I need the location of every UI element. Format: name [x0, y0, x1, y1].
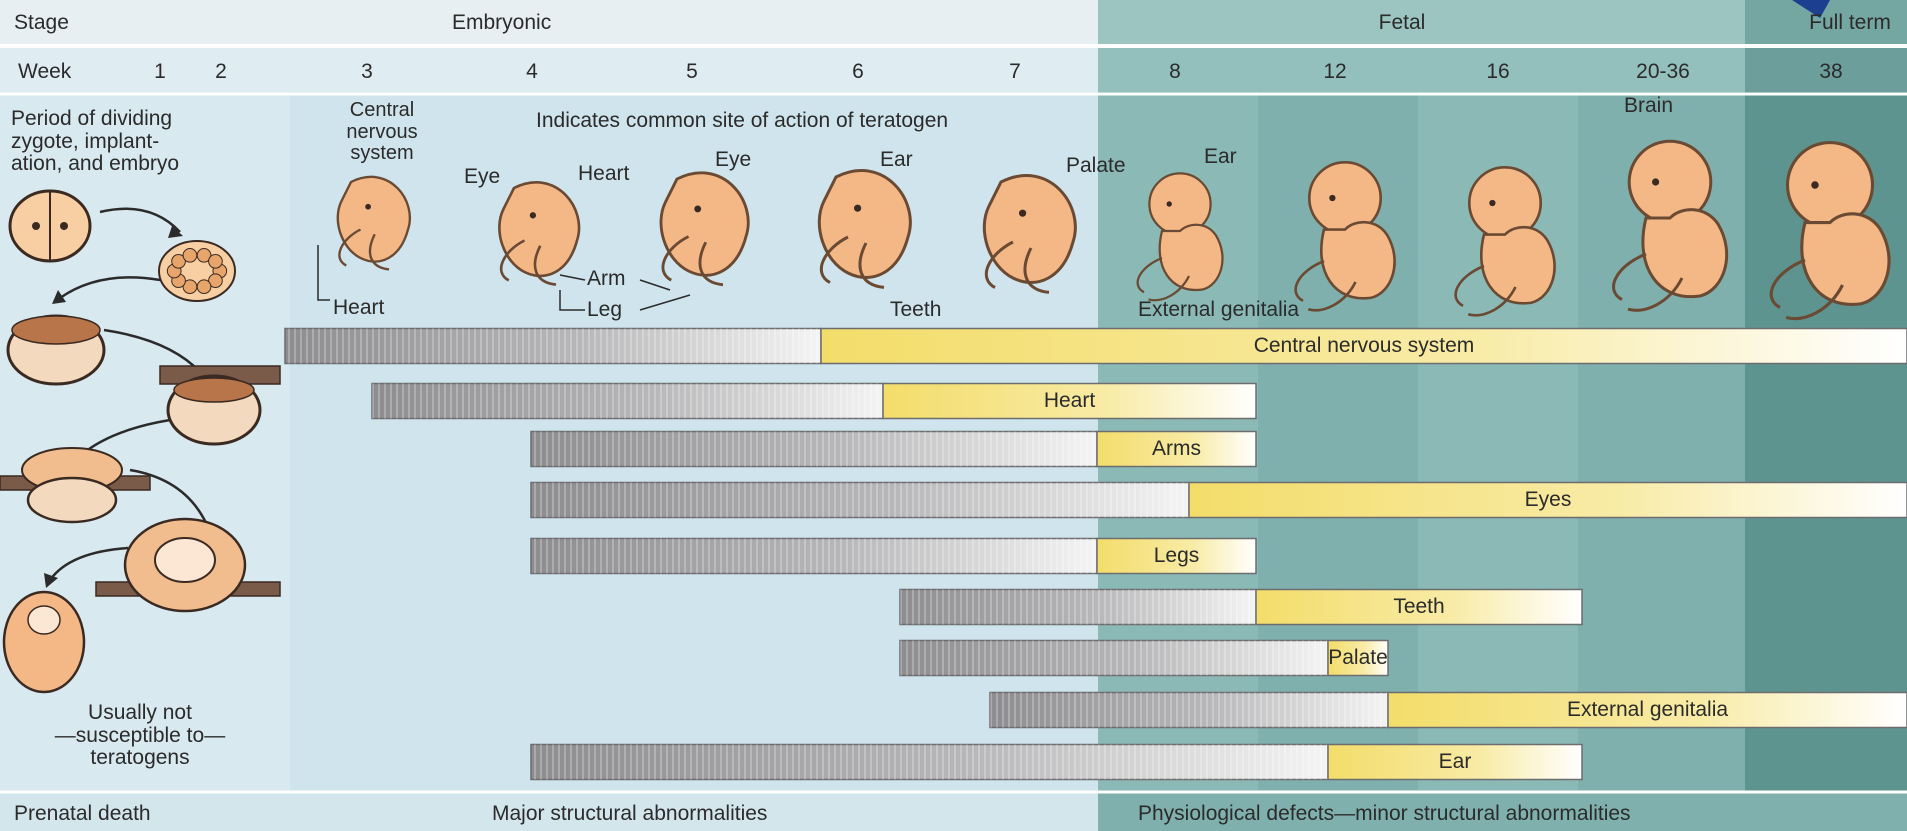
week-label-6: 6 — [852, 61, 864, 84]
week-label-8: 8 — [1169, 61, 1181, 84]
sensitivity-bar-arms — [531, 432, 1256, 467]
bar-label-legs: Legs — [1154, 544, 1200, 568]
brain-annotation: Brain — [1624, 95, 1673, 118]
sensitivity-bar-heart — [372, 384, 1256, 419]
fetal-column-shade — [1418, 50, 1578, 790]
week-label-16: 16 — [1486, 61, 1509, 84]
bar-label-teeth: Teeth — [1393, 595, 1444, 619]
heart-annotation-w4: Heart — [578, 163, 629, 186]
hatch-overlay — [372, 384, 883, 419]
major-structural-abnormalities-label: Major structural abnormalities — [492, 803, 767, 826]
week-label-1: 1 — [154, 61, 166, 84]
ear-annotation-w6: Ear — [880, 149, 913, 172]
sensitivity-bar-external-genitalia — [990, 693, 1907, 728]
teratogen-site-caption: Indicates common site of action of terat… — [536, 110, 948, 133]
hatch-overlay — [900, 641, 1328, 676]
week-label-2: 2 — [215, 61, 227, 84]
blastocyst-icon — [8, 316, 104, 384]
hatch-overlay — [990, 693, 1388, 728]
morula-icon — [159, 241, 235, 301]
week-label-20-36: 20-36 — [1636, 61, 1690, 84]
not-susceptible-text: Usually not —susceptible to— teratogens — [55, 702, 225, 770]
bar-label-eyes: Eyes — [1525, 488, 1572, 512]
hatch-overlay — [531, 745, 1328, 780]
week-label-3: 3 — [361, 61, 373, 84]
heart-annotation-w3: Heart — [333, 297, 384, 320]
sensitivity-bar-ear — [531, 745, 1582, 780]
fetal-column-shade — [1258, 50, 1418, 790]
hatch-overlay — [531, 539, 1097, 574]
bar-label-heart: Heart — [1044, 389, 1095, 413]
eye-annotation-w5: Eye — [715, 149, 751, 172]
eye-annotation-w4: Eye — [464, 166, 500, 189]
sensitivity-bar-teeth — [900, 590, 1582, 625]
week-label-5: 5 — [686, 61, 698, 84]
ear-annotation-w8: Ear — [1204, 146, 1237, 169]
physiological-defects-label: Physiological defects—minor structural a… — [1138, 803, 1631, 826]
week-label-38: 38 — [1819, 61, 1842, 84]
week-label-4: 4 — [526, 61, 538, 84]
period-of-dividing-text: Period of dividing zygote, implant- atio… — [11, 108, 179, 176]
sensitivity-bar-legs — [531, 539, 1256, 574]
sensitivity-bar-palate — [900, 641, 1388, 676]
week-label-12: 12 — [1323, 61, 1346, 84]
bar-label-central-nervous-system: Central nervous system — [1254, 334, 1475, 358]
zygote-two-cell-icon — [10, 191, 90, 261]
palate-annotation: Palate — [1066, 155, 1126, 178]
week-row-label: Week — [18, 61, 71, 84]
external-genitalia-annotation: External genitalia — [1138, 299, 1299, 322]
leg-annotation: Leg — [587, 299, 622, 322]
teeth-annotation: Teeth — [890, 299, 941, 322]
stage-full-term-label: Full term — [1809, 12, 1891, 35]
hatch-overlay — [531, 483, 1189, 518]
cns-annotation: Central nervous system — [346, 100, 417, 165]
bar-label-external-genitalia: External genitalia — [1567, 698, 1728, 722]
bar-label-ear: Ear — [1439, 750, 1472, 774]
hatch-overlay — [900, 590, 1256, 625]
bar-label-palate: Palate — [1328, 646, 1388, 670]
stage-fetal-label: Fetal — [1379, 12, 1426, 35]
sensitivity-bar-eyes — [531, 483, 1907, 518]
stage-row-label: Stage — [14, 12, 69, 35]
hatch-overlay — [531, 432, 1097, 467]
sensitivity-bar-central-nervous-system — [285, 329, 1907, 364]
bar-label-arms: Arms — [1152, 437, 1201, 461]
prenatal-death-label: Prenatal death — [14, 803, 151, 826]
early-embryo-icon — [4, 592, 84, 692]
hatch-overlay — [285, 329, 821, 364]
week-label-7: 7 — [1009, 61, 1021, 84]
stage-embryonic-label: Embryonic — [452, 12, 551, 35]
arm-annotation: Arm — [587, 268, 626, 291]
